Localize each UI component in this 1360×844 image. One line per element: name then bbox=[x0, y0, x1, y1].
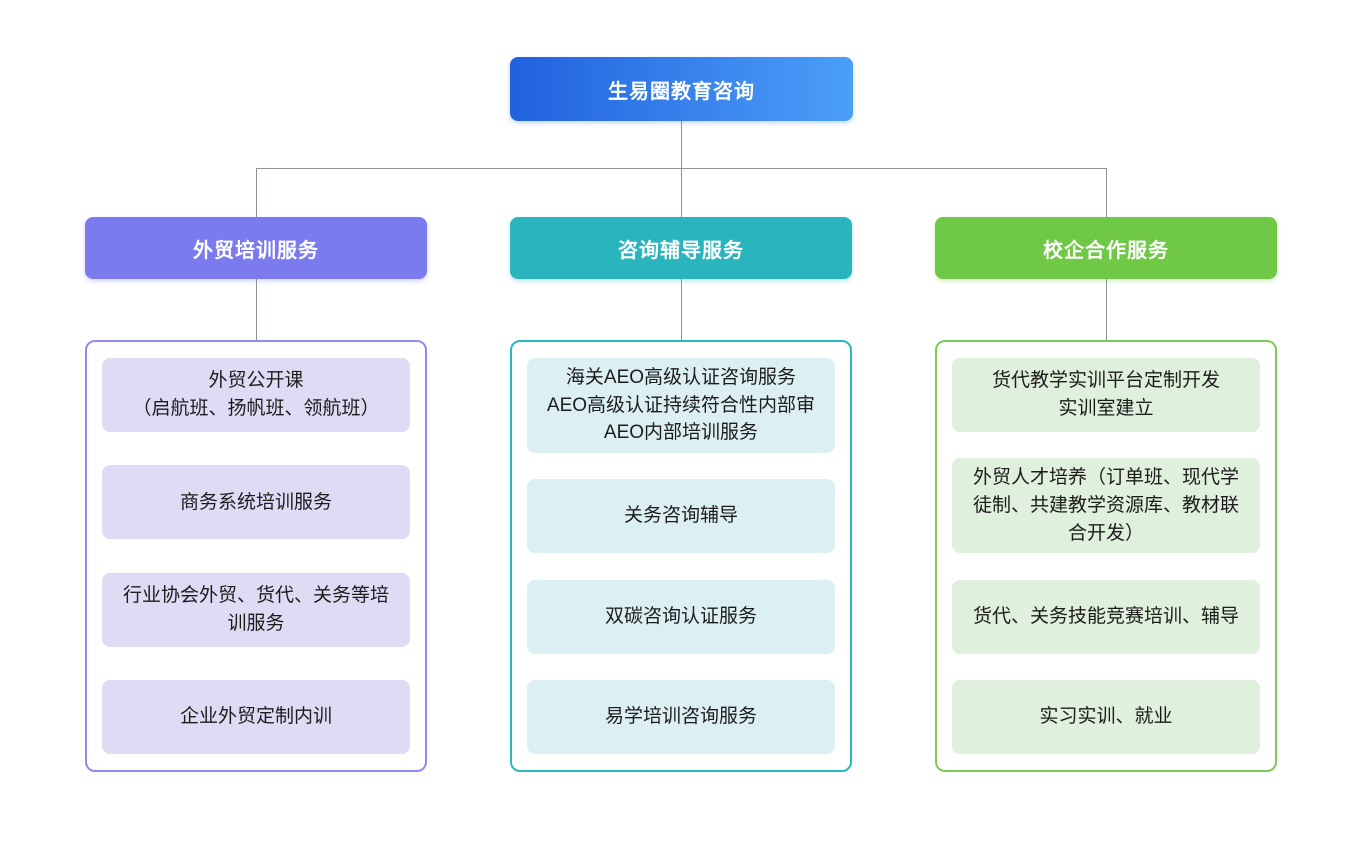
root-node-label: 生易圈教育咨询 bbox=[608, 80, 755, 103]
branch-container-school-enterprise: 货代教学实训平台定制开发 实训室建立 外贸人才培养（订单班、现代学徒制、共建教学… bbox=[935, 340, 1277, 772]
branch-header-foreign-trade-training: 外贸培训服务 bbox=[85, 217, 427, 279]
branch-header-label: 校企合作服务 bbox=[1043, 239, 1169, 262]
leaf-node: 易学培训咨询服务 bbox=[527, 680, 835, 754]
leaf-node: 货代教学实训平台定制开发 实训室建立 bbox=[952, 358, 1260, 432]
connector-branch2-drop bbox=[681, 168, 682, 217]
connector-branch3-container bbox=[1106, 279, 1107, 340]
leaf-node: 双碳咨询认证服务 bbox=[527, 579, 835, 654]
branch-header-consulting-coaching: 咨询辅导服务 bbox=[510, 217, 852, 279]
branch-header-label: 外贸培训服务 bbox=[193, 239, 319, 262]
leaf-node: 行业协会外贸、货代、关务等培训服务 bbox=[102, 572, 410, 647]
branch-container-foreign-trade-training: 外贸公开课 （启航班、扬帆班、领航班） 商务系统培训服务 行业协会外贸、货代、关… bbox=[85, 340, 427, 772]
leaf-node: 货代、关务技能竞赛培训、辅导 bbox=[952, 579, 1260, 654]
branch-header-school-enterprise: 校企合作服务 bbox=[935, 217, 1277, 279]
leaf-node: 实习实训、就业 bbox=[952, 680, 1260, 754]
connector-branch3-drop bbox=[1106, 168, 1107, 217]
leaf-node: 关务咨询辅导 bbox=[527, 479, 835, 554]
connector-root-vertical bbox=[681, 121, 682, 168]
leaf-node: 企业外贸定制内训 bbox=[102, 679, 410, 754]
connector-branch1-container bbox=[256, 279, 257, 340]
leaf-node: 海关AEO高级认证咨询服务 AEO高级认证持续符合性内部审 AEO内部培训服务 bbox=[527, 358, 835, 453]
leaf-node: 外贸人才培养（订单班、现代学徒制、共建教学资源库、教材联合开发） bbox=[952, 458, 1260, 554]
root-node: 生易圈教育咨询 bbox=[510, 57, 853, 121]
branch-container-consulting-coaching: 海关AEO高级认证咨询服务 AEO高级认证持续符合性内部审 AEO内部培训服务 … bbox=[510, 340, 852, 772]
connector-branch1-drop bbox=[256, 168, 257, 217]
leaf-node: 商务系统培训服务 bbox=[102, 465, 410, 540]
branch-header-label: 咨询辅导服务 bbox=[618, 239, 744, 262]
leaf-node: 外贸公开课 （启航班、扬帆班、领航班） bbox=[102, 358, 410, 432]
connector-branch2-container bbox=[681, 279, 682, 340]
